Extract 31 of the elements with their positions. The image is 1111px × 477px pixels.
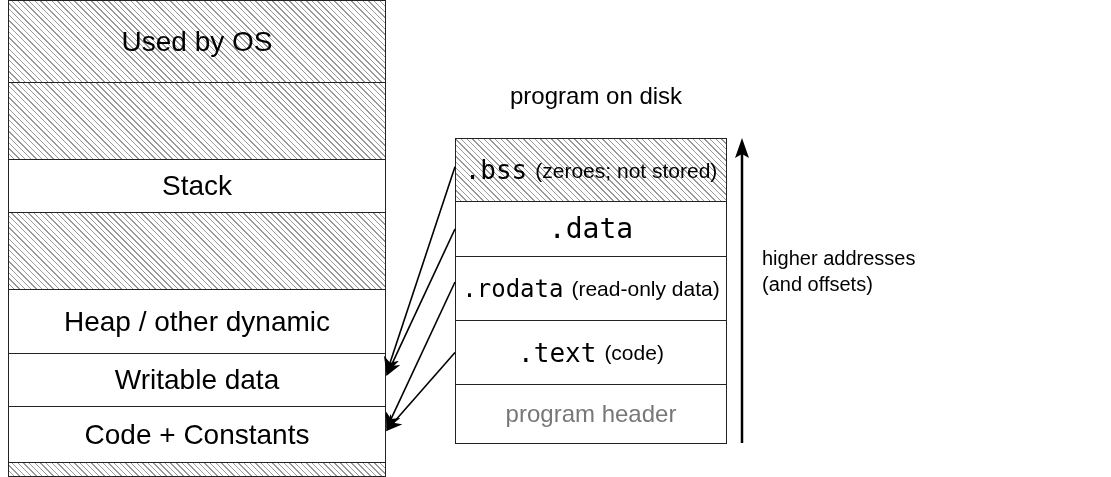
memory-region [8, 289, 386, 354]
memory-region [8, 0, 386, 83]
heading: program on disk [510, 81, 680, 111]
memory-region [8, 159, 386, 213]
memory-region [8, 353, 386, 407]
empty-memory-region [8, 462, 386, 477]
region-label: program header [505, 402, 677, 426]
region-label: (code) [604, 342, 664, 363]
region-label: (read-only data) [571, 278, 720, 299]
file-section [455, 201, 727, 257]
empty-memory-region [8, 82, 386, 160]
section-name: .data [548, 215, 634, 243]
section-name: .text [518, 339, 597, 366]
file-section [455, 320, 727, 385]
section-name: .rodata [462, 276, 564, 301]
arrow [385, 228, 456, 377]
file-section [455, 384, 727, 444]
region-label: Heap / other dynamic [63, 307, 331, 336]
arrow [385, 351, 456, 432]
section-name: .bss [464, 157, 528, 183]
memory-region [8, 406, 386, 463]
region-label: Code + Constants [84, 420, 310, 449]
region-label: (zeroes; not stored) [535, 159, 718, 181]
region-label: Used by OS [121, 27, 273, 56]
axis-label: higher addresses (and offsets) [762, 246, 917, 297]
region-label: Stack [162, 172, 232, 200]
file-section [455, 256, 727, 321]
arrow [385, 281, 456, 430]
region-label: Writable data [114, 366, 280, 394]
file-section [455, 138, 727, 202]
empty-memory-region [8, 212, 386, 290]
